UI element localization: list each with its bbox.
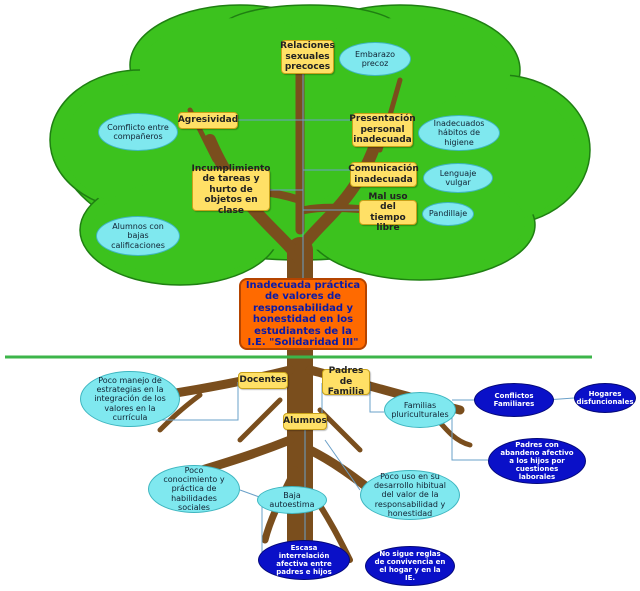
- cause-conflictos-familiares: Conflictos Familiares: [474, 383, 554, 417]
- effect-presentacion-personal: Presentación personal inadecuada: [349, 113, 416, 147]
- cause-baja-autoestima: Baja autoestima: [257, 486, 327, 514]
- cause-poco-manejo-estrategias: Poco manejo de estrategias en la integra…: [80, 371, 180, 427]
- cause-familias-pluriculturales: Familias pluriculturales: [384, 392, 456, 428]
- effect-habitos-higiene: Inadecuados hábitos de higiene: [418, 115, 500, 151]
- cause-no-sigue-reglas: No sigue reglas de convivencia en el hog…: [365, 546, 455, 586]
- cause-padres-de-familia: Padres de Familia: [322, 366, 370, 397]
- cause-poco-uso-valores: Poco uso en su desarrollo hibitual del v…: [360, 470, 460, 520]
- effect-bajas-calificaciones: Alumnos con bajas calificaciones: [96, 216, 180, 256]
- central-problem: Inadecuada práctica de valores de respon…: [239, 278, 367, 350]
- effect-mal-uso-tiempo: Mal uso del tiempo libre: [359, 192, 417, 233]
- cause-padres-abandono-afectivo: Padres con abandeno afectivo a los hijos…: [488, 438, 586, 484]
- cause-poco-conocimiento-habilidades: Poco conocimiento y práctica de habilida…: [148, 465, 240, 513]
- cause-hogares-disfuncionales: Hogares disfuncionales: [574, 383, 636, 413]
- effect-relaciones-sexuales: Relaciones sexuales precoces: [280, 40, 335, 74]
- cause-alumnos: Alumnos: [283, 413, 327, 430]
- effect-pandillaje: Pandillaje: [422, 202, 474, 226]
- effect-comunicacion-inadecuada: Comunicación inadecuada: [348, 162, 419, 187]
- effect-incumplimiento-tareas: Incumplimiento de tareas y hurto de obje…: [191, 164, 271, 216]
- cause-docentes: Docentes: [238, 372, 288, 389]
- effect-embarazo-precoz: Embarazo precoz: [339, 42, 411, 76]
- cause-escasa-interrelacion: Escasa interrelación afectiva entre padr…: [258, 540, 350, 580]
- effect-lenguaje-vulgar: Lenguaje vulgar: [423, 163, 493, 193]
- effect-conflicto-companeros: Comflicto entre compañeros: [98, 113, 178, 151]
- effect-agresividad: Agresividad: [178, 112, 238, 129]
